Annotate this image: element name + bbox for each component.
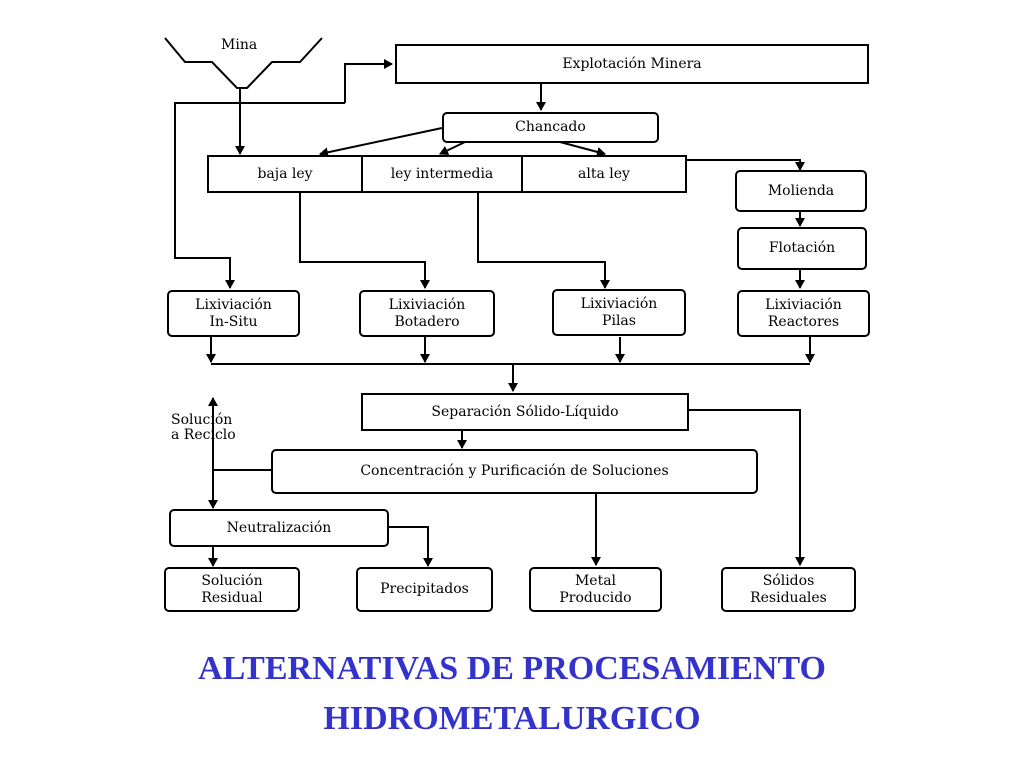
diagram-title-line1: ALTERNATIVAS DE PROCESAMIENTO (198, 650, 826, 687)
lixiviacion-botadero-label: Lixiviación Botadero (388, 296, 466, 330)
explotacion-minera-box: Explotación Minera (395, 44, 869, 84)
separacion-label: Separación Sólido-Líquido (431, 403, 619, 420)
lixiviacion-in-situ-box: Lixiviación In-Situ (167, 290, 300, 337)
arrow-loop-to-explotacion (344, 59, 393, 103)
solucion-reciclo-label: Solución a Reciclo (171, 412, 236, 443)
ley-intermedia-label: ley intermedia (390, 165, 494, 182)
arrow-chancado-to-baja-ley (319, 127, 443, 158)
lixiviacion-in-situ-label: Lixiviación In-Situ (195, 296, 272, 330)
solidos-residuales-label: Sólidos Residuales (750, 572, 827, 606)
metal-producido-label: Metal Producido (559, 572, 632, 606)
solucion-residual-label: Solución Residual (201, 572, 263, 606)
diagram-title-line2: HIDROMETALURGICO (323, 700, 701, 737)
concentracion-box: Concentración y Purificación de Solucion… (271, 449, 758, 494)
concentracion-label: Concentración y Purificación de Solucion… (360, 463, 669, 479)
ley-intermedia-box: ley intermedia (361, 155, 523, 193)
solucion-residual-box: Solución Residual (164, 567, 300, 612)
lixiviacion-pilas-label: Lixiviación Pilas (580, 295, 658, 329)
flotacion-box: Flotación (737, 227, 867, 270)
arrow-separacion-to-solidos (688, 409, 805, 566)
arrow-chancado-to-ley-intermedia (439, 141, 466, 156)
mina-label: Mina (221, 37, 258, 53)
baja-ley-label: baja ley (257, 165, 313, 182)
baja-ley-box: baja ley (207, 155, 363, 193)
solidos-residuales-box: Sólidos Residuales (721, 567, 856, 612)
lixiviacion-pilas-box: Lixiviación Pilas (552, 289, 686, 336)
explotacion-minera-label: Explotación Minera (562, 55, 702, 72)
chancado-box: Chancado (442, 112, 659, 143)
arrow-alta-ley-to-molienda (686, 159, 805, 171)
mina-hopper-shape (164, 37, 323, 89)
lixiviacion-reactores-label: Lixiviación Reactores (765, 296, 842, 330)
alta-ley-label: alta ley (578, 165, 630, 182)
precipitados-box: Precipitados (356, 567, 493, 612)
arrow-baja-ley-to-botadero (299, 192, 430, 289)
neutralizacion-box: Neutralización (169, 509, 389, 547)
arrow-neutralizacion-to-precipitados (388, 526, 433, 567)
lixiviacion-reactores-box: Lixiviación Reactores (737, 290, 870, 337)
metal-producido-box: Metal Producido (529, 567, 662, 612)
loop-line-insitu (174, 102, 345, 289)
chancado-label: Chancado (515, 119, 586, 135)
arrow-chancado-to-alta-ley (559, 141, 606, 157)
separacion-box: Separación Sólido-Líquido (361, 393, 689, 431)
alta-ley-box: alta ley (521, 155, 687, 193)
arrow-ley-intermedia-to-pilas (477, 192, 610, 289)
precipitados-label: Precipitados (380, 581, 469, 597)
flotacion-label: Flotación (768, 240, 836, 256)
neutralizacion-label: Neutralización (226, 519, 332, 536)
molienda-box: Molienda (735, 170, 867, 212)
lixiviacion-botadero-box: Lixiviación Botadero (359, 290, 495, 337)
molienda-label: Molienda (767, 182, 835, 199)
